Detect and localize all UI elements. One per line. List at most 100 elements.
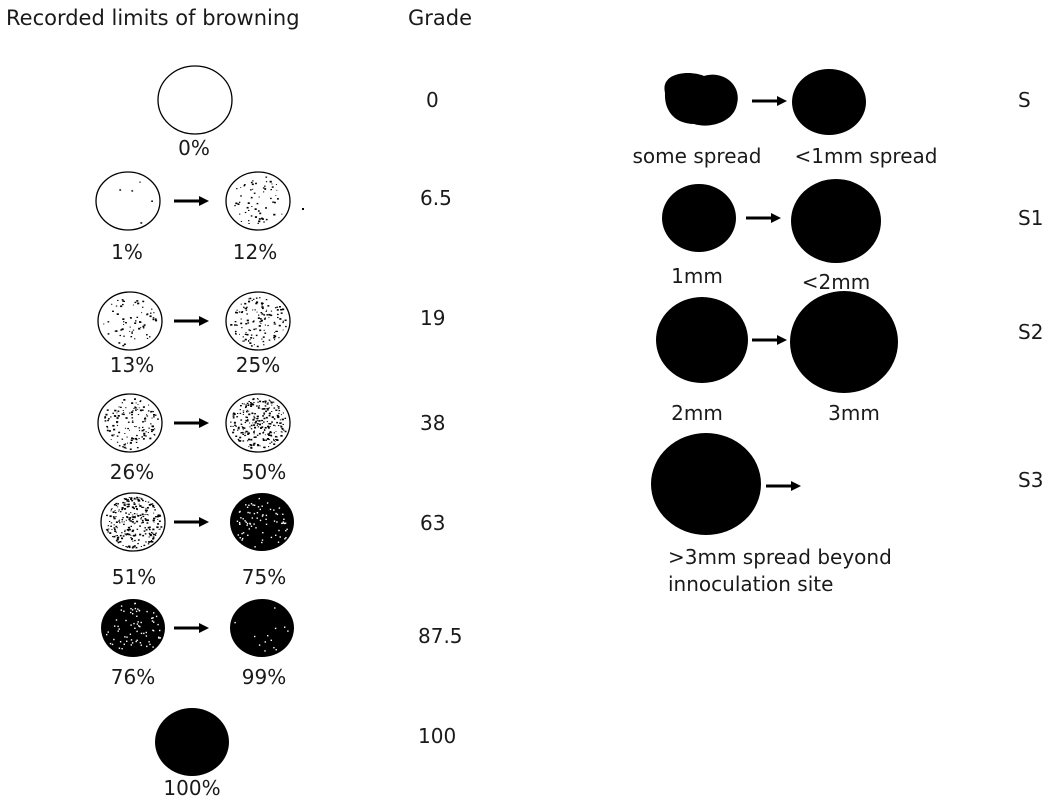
spread-blob-2mm [656,297,748,383]
browning-disc-3-to-dot [245,416,248,418]
browning-disc-3-to-dot [254,426,257,429]
browning-disc-4-to-speck [257,506,260,508]
browning-disc-4-from-dot [152,504,155,507]
browning-disc-3-to-dot [241,426,243,427]
browning-disc-3-to-dot [252,418,255,421]
browning-disc-4-from-dot [121,521,123,523]
browning-disc-4-from-dot [129,546,131,549]
browning-disc-4-from-dot [142,534,145,537]
browning-disc-3-to-dot [278,412,280,414]
browning-disc-3-from-dot [107,427,109,429]
browning-disc-3-from-dot [116,417,119,419]
browning-disc-4-to-speck [256,517,258,519]
browning-disc-4-to-speck [236,520,239,522]
browning-disc-4-from-dot [155,532,157,534]
browning-disc-3-to-dot [253,442,256,445]
browning-disc-5-from-speck [115,619,118,621]
browning-disc-4-from-dot [117,503,119,505]
browning-disc-3-to-dot [259,445,261,447]
browning-disc-4-from-dot [141,506,143,508]
browning-disc-5-to-speck [267,635,269,637]
browning-disc-4-from-dot [140,497,142,499]
browning-disc-3-to-dot [268,415,271,417]
browning-disc-3-from-dot [143,434,146,437]
browning-disc-4-from-dot [122,501,125,504]
browning-disc-3-to-dot [266,438,270,440]
browning-disc-4-from-dot [115,505,118,507]
browning-disc-3-from-dot [143,432,146,435]
browning-disc-4-to-speck [284,538,286,540]
browning-disc-3-to-dot [244,422,247,424]
label-s3-note-line1: >3mm spread beyond [668,545,892,569]
browning-disc-3-to-dot [264,400,267,403]
browning-disc-3-from-dot [143,438,145,440]
browning-disc-5-from-speck [153,612,155,614]
browning-disc-4-to-speck [247,534,249,536]
browning-disc-3-from-dot [112,412,114,414]
browning-disc-3-to-dot [232,415,235,417]
browning-disc-2-from-outline [97,291,163,351]
browning-disc-4-from-dot [154,534,157,536]
browning-disc-3-to [225,393,291,453]
browning-disc-1-to-dot [272,201,274,203]
browning-disc-2-to-dot [282,322,284,324]
browning-disc-4-from-dot [131,547,134,549]
browning-disc-2-to-dot [262,336,265,338]
label-browning-1-from: 1% [111,240,143,264]
browning-disc-3-to-dot [276,421,279,424]
browning-disc-2-to-dot [256,311,258,313]
browning-disc-3-from-dot [104,420,107,422]
browning-disc-4-from-dot [153,521,155,523]
browning-disc-5-to-speck [273,647,275,649]
browning-disc-3-to-dot [284,430,287,433]
browning-disc-4-from-dot [128,513,130,515]
browning-disc-3-to-dot [269,431,272,434]
browning-disc-3-from-dot [108,430,111,432]
browning-disc-3-to-dot [245,407,247,409]
browning-disc-3-to-dot [237,427,240,429]
browning-disc-4-from-dot [152,536,155,538]
browning-disc-3-to-dot [257,417,259,420]
browning-disc-2-from-dot [118,342,121,344]
browning-disc-4-from-dot [157,523,160,525]
browning-disc-3-to-dot [246,416,248,419]
browning-disc-5-from-speck [137,621,139,623]
browning-disc-3-from-dot [132,420,134,422]
browning-disc-4-from-dot [152,506,154,508]
browning-disc-4-from-dot [113,517,116,520]
browning-disc-1-to-dot [243,185,245,187]
browning-disc-3-from-dot [120,406,122,408]
browning-disc-2-from-dot [134,301,137,304]
browning-disc-3-from-dot [111,434,114,437]
browning-disc-2-to-dot [278,324,281,327]
browning-disc-4-from-dot [140,546,142,547]
browning-disc-3-from-dot [123,443,126,446]
browning-disc-3-to-dot [269,423,272,425]
browning-disc-3-to-dot [257,426,260,428]
browning-disc-4-from-dot [131,538,133,541]
browning-disc-4-from-dot [138,503,140,505]
browning-disc-3-to-dot [278,408,280,410]
browning-disc-5-to-speck [234,621,236,624]
label-browning-1-to: 12% [232,240,278,264]
browning-disc-4-from-dot [116,536,120,539]
browning-disc-4-from-dot [124,502,126,504]
browning-disc-4-from-dot [134,539,136,542]
browning-disc-4-from-dot [118,510,120,512]
browning-disc-4-to-speck [250,503,253,505]
browning-disc-4-from-dot [149,526,151,528]
browning-disc-4-from-dot [128,533,131,536]
browning-disc-1-to-dot [269,180,272,183]
browning-disc-4-from-dot [123,523,125,525]
browning-disc-2-to-dot [277,316,279,319]
browning-disc-3-to-dot [249,422,251,424]
browning-disc-3-to-dot [253,430,255,432]
browning-disc-4-to-speck [242,518,244,520]
browning-disc-4-from-dot [121,537,124,540]
browning-disc-3-to-dot [246,409,248,411]
browning-disc-5-from-speck [136,623,139,625]
browning-disc-2-from-dot [103,323,105,325]
browning-disc-4-from-dot [148,532,151,534]
browning-disc-1-to-dot [250,215,253,217]
browning-disc-2-to-dot [270,314,273,317]
